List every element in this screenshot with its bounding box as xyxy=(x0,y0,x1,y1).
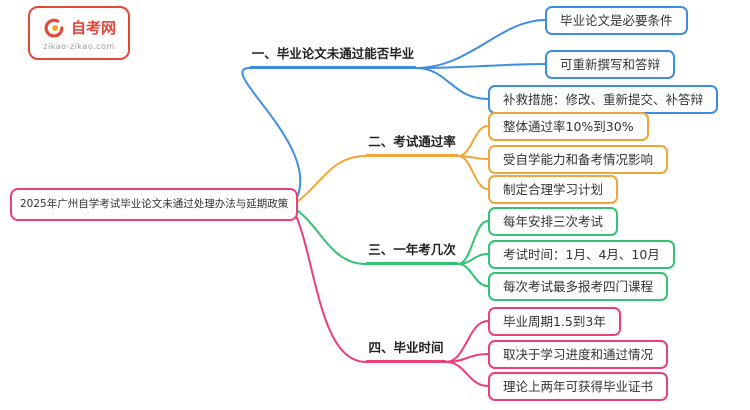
logo-row: 自考网 xyxy=(42,16,116,40)
connector-root-branch1 xyxy=(241,67,417,206)
connector-branch4-leaf3 xyxy=(445,361,489,387)
logo-title: 自考网 xyxy=(70,18,116,37)
branch-3-label: 三、一年考几次 xyxy=(366,242,458,264)
leaf-node: 取决于学习进度和通过情况 xyxy=(488,340,669,369)
connector-branch1-leaf1 xyxy=(415,19,546,69)
zikao-bird-icon xyxy=(44,18,64,37)
leaf-node: 毕业论文是必要条件 xyxy=(545,6,688,35)
branch-4-label: 四、毕业时间 xyxy=(366,340,446,362)
leaf-node: 考试时间：1月、4月、10月 xyxy=(488,240,675,269)
connector-branch3-leaf3 xyxy=(457,263,489,287)
connector-branch3-leaf1 xyxy=(457,220,489,265)
logo-subtitle: zikao-zikao.com xyxy=(43,41,115,51)
leaf-node: 补救措施：修改、重新提交、补答辩 xyxy=(488,85,719,114)
leaf-node: 制定合理学习计划 xyxy=(488,175,619,204)
connector-root-branch4 xyxy=(292,208,447,363)
site-logo: 自考网 zikao-zikao.com xyxy=(28,6,130,60)
root-node: 2025年广州自学考试毕业论文未通过处理办法与延期政策 xyxy=(10,188,299,221)
connector-branch4-leaf1 xyxy=(445,320,489,363)
leaf-node: 可重新撰写和答辩 xyxy=(545,50,676,79)
connector-branch4-leaf2 xyxy=(445,353,489,363)
connector-root-branch3 xyxy=(292,206,459,265)
connector-branch2-leaf1 xyxy=(457,125,489,157)
leaf-node: 每次考试最多报考四门课程 xyxy=(488,272,669,301)
connector-branch1-leaf3 xyxy=(415,67,489,100)
leaf-node: 毕业周期1.5到3年 xyxy=(488,307,621,336)
branch-2-label: 二、考试通过率 xyxy=(366,134,458,156)
connector-branch1-leaf2 xyxy=(415,63,546,69)
leaf-node: 整体通过率10%到30% xyxy=(488,112,649,141)
branch-1-label: 一、毕业论文未通过能否毕业 xyxy=(250,46,416,68)
leaf-node: 受自学能力和备考情况影响 xyxy=(488,145,669,174)
connector-branch3-leaf2 xyxy=(457,253,489,265)
connector-branch2-leaf3 xyxy=(457,155,489,190)
leaf-node: 理论上两年可获得毕业证书 xyxy=(488,372,669,401)
leaf-node: 每年安排三次考试 xyxy=(488,207,619,236)
connector-root-branch2 xyxy=(292,155,459,206)
